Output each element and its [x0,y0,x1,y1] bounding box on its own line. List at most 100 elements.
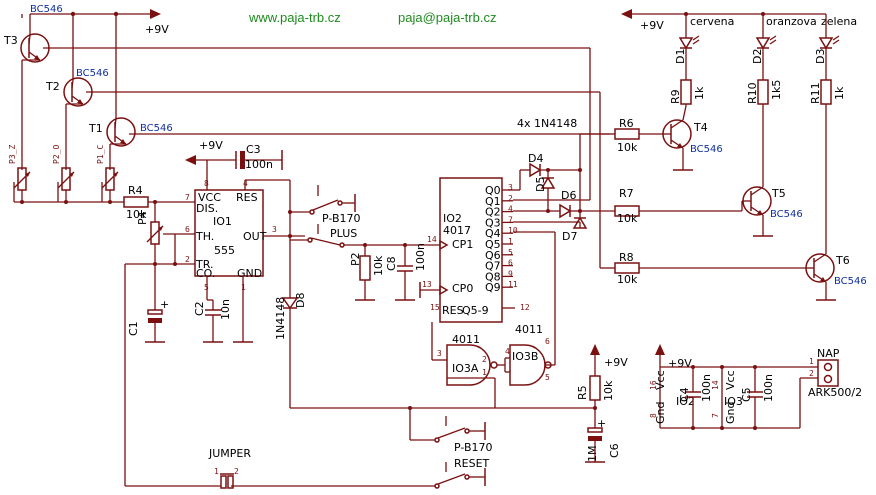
svg-text:10k: 10k [617,273,638,286]
diode-d6: D6 [559,189,580,219]
svg-text:+9V: +9V [668,357,692,370]
4017-ref: IO2 [443,212,462,225]
vcc-label-top: +9V [145,23,169,36]
svg-text:C5: C5 [740,387,753,402]
c3-value: 100n [245,158,273,171]
t1-ref: T1 [88,122,103,135]
q-pin-number: 6 [508,259,513,268]
4017-res: RES [442,304,464,317]
d5-ref: D5 [534,177,547,192]
resistor-r7: R7 10k [614,187,742,225]
svg-text:R8: R8 [619,251,634,264]
plus-label: PLUS [330,227,357,240]
svg-text:IO3B: IO3B [512,350,538,363]
svg-text:5: 5 [545,373,550,382]
svg-text:BC546: BC546 [690,144,723,155]
svg-text:6: 6 [545,337,550,346]
c3-ref: C3 [246,143,261,156]
svg-text:10k: 10k [602,380,615,401]
svg-text:2: 2 [234,467,239,476]
led-ref: D1 [674,49,687,64]
svg-text:13: 13 [422,280,432,289]
connector-type: ARK500/2 [808,386,862,399]
svg-text:1: 1 [809,357,814,366]
555-tr: TR. [195,258,213,271]
q-output-label: Q7 [485,260,501,273]
svg-text:100n: 100n [700,374,713,402]
led-color-green: zelena [821,15,857,28]
svg-text:T6: T6 [835,254,850,267]
diodes-group-label: 4x 1N4148 [517,117,577,130]
q-pin-number: 3 [508,183,513,192]
555-vcc: VCC [198,191,221,204]
svg-text:+: + [597,417,606,430]
r4-ref: R4 [128,184,143,197]
svg-text:2: 2 [482,355,487,364]
transistor-t6: T6 BC546 [805,106,867,301]
555-co: CO. [196,267,215,280]
svg-text:BC546: BC546 [834,276,867,287]
c1-plus: + [160,298,169,311]
svg-text:8: 8 [649,413,658,418]
svg-text:100n: 100n [762,374,775,402]
p1-ref: P1_C [96,145,105,164]
4017-cp1: CP1 [452,238,473,251]
d4-ref: D4 [528,152,543,165]
555-ref: IO1 [213,215,232,228]
jumper-label: JUMPER [208,447,251,460]
q-pin-number: 2 [508,194,513,203]
4011-part-b: 4011 [515,323,543,336]
switch-plus: PLUS [289,212,370,248]
svg-text:R7: R7 [619,187,634,200]
led-icon [678,37,694,50]
switch-sw1: P-B170 [288,180,361,225]
4017-part: 4017 [443,224,471,237]
capacitor-c1: + C1 [127,264,169,343]
vcc-arrow-icon [590,344,600,355]
transistor-t5: T5 BC546 [741,106,803,237]
c2-ref: C2 [193,301,206,316]
resistor-ref: R9 [669,89,682,104]
c8-value: 100n [414,243,427,271]
ic-4017: IO2 4017 CP1 CP0 RES Q5-9 14 13 15 12 [422,177,530,323]
svg-text:Gnd: Gnd [724,402,737,424]
vcc-arrow-icon [150,9,161,19]
q-output-label: Q9 [485,281,501,294]
q-output-label: Q1 [485,195,501,208]
diode-d8: D8 1N4148 [274,240,307,408]
svg-text:12: 12 [520,303,530,312]
555-part: 555 [214,244,235,257]
t3-ref: T3 [3,34,18,47]
trimmer-p4: P4 [136,200,164,264]
jumper: JUMPER 1 2 [125,447,251,489]
q-output-label: Q4 [485,227,501,240]
led-rail: +9V cervena oranzova zelena [621,9,857,32]
c8-ref: C8 [385,256,398,271]
vcc-arrow-icon [655,344,665,355]
svg-text:+9V: +9V [604,356,628,369]
svg-text:10k: 10k [617,212,638,225]
c2-value: 10n [219,299,232,320]
svg-text:IO3: IO3 [724,395,743,408]
555-gnd: GND [237,267,262,280]
resistor-value: 1k [693,86,706,100]
svg-text:Vcc: Vcc [654,370,667,390]
svg-text:C6: C6 [608,443,621,458]
p3-ref: P3_Z [8,145,17,164]
diode-d5: D5 [534,168,556,213]
q-output-label: Q2 [485,206,501,219]
connector-ref: NAP [817,347,840,360]
switch-reset: RESET [231,457,490,489]
d8-ref: D8 [294,293,307,308]
555-th: TH. [195,230,214,243]
top-power-rail: +9V [21,9,169,118]
svg-text:2: 2 [809,369,814,378]
diode-d4: D4 [520,152,580,178]
resistor-ref: R11 [809,82,822,104]
led-color-orange: oranzova [766,15,817,28]
svg-text:3: 3 [437,349,442,358]
svg-text:3: 3 [272,225,277,234]
q-output-label: Q5 [485,238,501,251]
transistor-t3: T3 BC546 [3,4,590,170]
svg-text:7: 7 [711,413,720,418]
